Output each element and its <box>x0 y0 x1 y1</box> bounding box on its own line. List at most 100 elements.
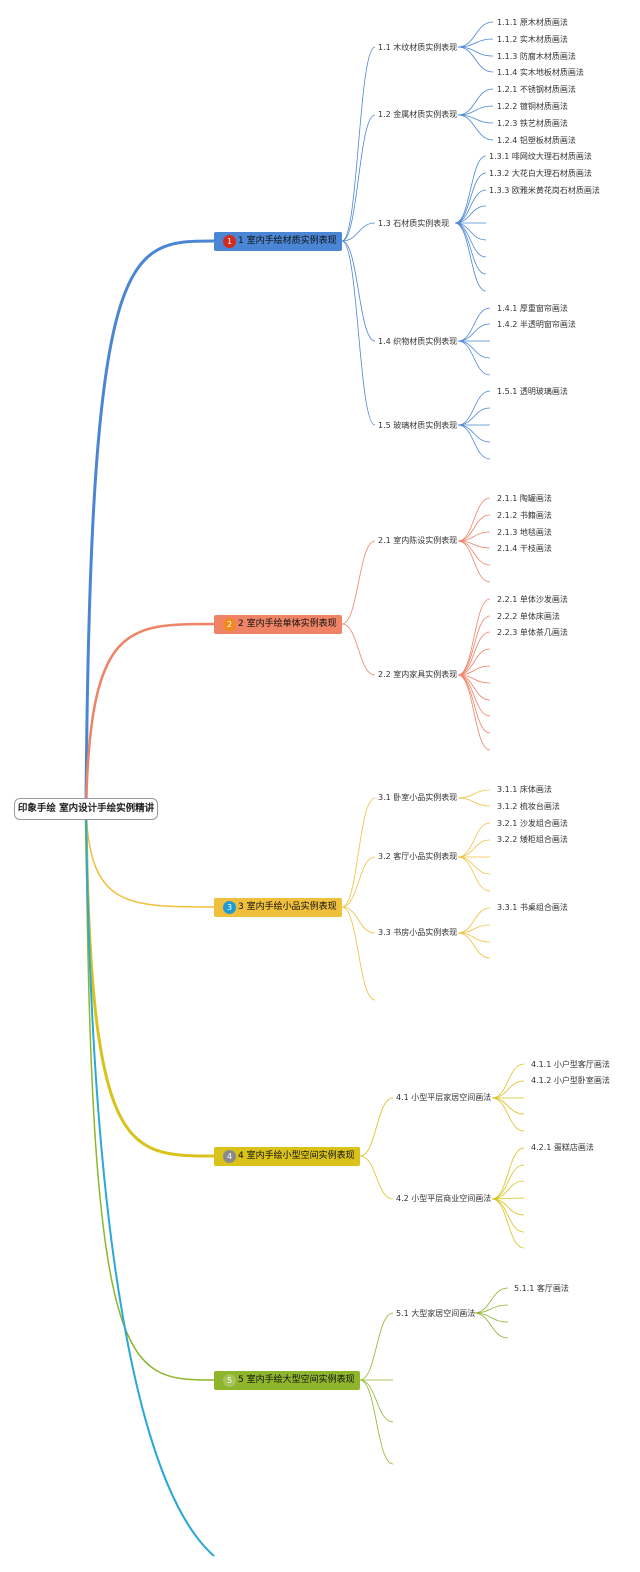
branch-4-node[interactable]: 4 4 室内手绘小型空间实例表现 <box>214 1147 360 1166</box>
leaf-2-1-1[interactable]: 2.1.1 陶罐画法 <box>497 494 552 503</box>
leaf-3-3-1[interactable]: 3.3.1 书桌组合画法 <box>497 903 568 912</box>
leaf-2-2-2[interactable]: 2.2.2 单体床画法 <box>497 612 560 621</box>
topic-5-1[interactable]: 5.1 大型家居空间画法 <box>396 1309 476 1318</box>
edge-b1-5-leaf-1 <box>457 390 491 426</box>
priority-3-icon: 3 <box>223 901 236 914</box>
edge-b5-1-leaf-4 <box>473 1312 509 1339</box>
edge-b1-4-leaf-2 <box>457 323 491 342</box>
topic-4-1[interactable]: 4.1 小型平层家居空间画法 <box>396 1093 492 1102</box>
leaf-3-1-1[interactable]: 3.1.1 床体画法 <box>497 785 552 794</box>
leaf-1-3-1[interactable]: 1.3.1 啡网纹大理石材质画法 <box>489 152 592 161</box>
edge-b5-1-leaf-2 <box>473 1304 509 1314</box>
edge-b1-3-leaf-3 <box>454 189 487 224</box>
edge-b1-1-leaf-1 <box>457 21 494 48</box>
edge-b1-2-leaf-1 <box>457 88 494 116</box>
leaf-2-1-2[interactable]: 2.1.2 书籍画法 <box>497 511 552 520</box>
topic-2-1[interactable]: 2.1 室内陈设实例表现 <box>378 536 458 545</box>
topic-4-2[interactable]: 4.2 小型平层商业空间画法 <box>396 1194 492 1203</box>
edge-b4-2-leaf-3 <box>491 1180 525 1200</box>
edge-b4-1-leaf-5 <box>491 1097 525 1132</box>
edge-b5-sub-3 <box>359 1379 394 1423</box>
edge-b2-2-leaf-10 <box>457 674 491 751</box>
topic-1-3[interactable]: 1.3 石材质实例表现 <box>378 219 450 228</box>
edge-b2-sub-1 <box>341 540 376 625</box>
priority-2-icon: 2 <box>223 618 236 631</box>
topic-2-2[interactable]: 2.2 室内家具实例表现 <box>378 670 458 679</box>
priority-5-icon: 5 <box>223 1374 236 1387</box>
leaf-4-1-2[interactable]: 4.1.2 小户型卧室画法 <box>531 1076 610 1085</box>
edge-b4-1-leaf-2 <box>491 1080 525 1099</box>
branch-1-node[interactable]: 1 1 室内手绘材质实例表现 <box>214 232 342 251</box>
leaf-1-3-3[interactable]: 1.3.3 欧雅米黄花岗石材质画法 <box>489 186 600 195</box>
edge-b2-2-leaf-5 <box>457 665 491 676</box>
leaf-1-2-1[interactable]: 1.2.1 不锈钢材质画法 <box>497 85 576 94</box>
branch-4-label: 4 室内手绘小型空间实例表现 <box>238 1151 355 1161</box>
topic-1-4[interactable]: 1.4 织物材质实例表现 <box>378 337 458 346</box>
edge-b5-sub-1 <box>359 1312 394 1381</box>
priority-1-icon: 1 <box>223 235 236 248</box>
leaf-1-4-1[interactable]: 1.4.1 厚重窗帘画法 <box>497 304 568 313</box>
leaf-3-1-2[interactable]: 3.1.2 梳妆台画法 <box>497 802 560 811</box>
edge-b2-1-leaf-3 <box>457 531 491 542</box>
leaf-1-2-3[interactable]: 1.2.3 铁艺材质画法 <box>497 119 568 128</box>
edge-b1-5-leaf-5 <box>457 424 491 460</box>
edge-b3-sub-2 <box>341 856 376 908</box>
leaf-1-1-3[interactable]: 1.1.3 防腐木材质画法 <box>497 52 576 61</box>
leaf-1-4-2[interactable]: 1.4.2 半透明窗帘画法 <box>497 320 576 329</box>
leaf-1-1-1[interactable]: 1.1.1 原木材质画法 <box>497 18 568 27</box>
edge-root-branch-5 <box>85 809 215 1381</box>
leaf-1-2-2[interactable]: 1.2.2 镀铜材质画法 <box>497 102 568 111</box>
edge-b4-1-leaf-1 <box>491 1063 525 1099</box>
topic-3-2[interactable]: 3.2 客厅小品实例表现 <box>378 852 458 861</box>
edge-b1-2-leaf-4 <box>457 114 494 141</box>
edge-b2-2-leaf-4 <box>457 648 491 676</box>
edge-b2-1-leaf-2 <box>457 514 491 542</box>
edge-root-branch-3 <box>85 809 215 908</box>
edge-b3-2-leaf-2 <box>457 839 491 858</box>
topic-1-1[interactable]: 1.1 木纹材质实例表现 <box>378 43 458 52</box>
edge-b2-2-leaf-1 <box>457 598 491 676</box>
edge-b1-sub-2 <box>341 114 376 242</box>
leaf-1-3-2[interactable]: 1.3.2 大花白大理石材质画法 <box>489 169 592 178</box>
branch-2-node[interactable]: 2 2 室内手绘单体实例表现 <box>214 615 342 634</box>
edge-b3-1-leaf-1 <box>457 789 491 799</box>
leaf-4-1-1[interactable]: 4.1.1 小户型客厅画法 <box>531 1060 610 1069</box>
branch-3-node[interactable]: 3 3 室内手绘小品实例表现 <box>214 898 342 917</box>
branch-5-label: 5 室内手绘大型空间实例表现 <box>238 1375 355 1385</box>
leaf-3-2-2[interactable]: 3.2.2 矮柜组合画法 <box>497 835 568 844</box>
edge-b1-1-leaf-4 <box>457 46 494 73</box>
edge-b3-sub-3 <box>341 906 376 934</box>
branch-5-node[interactable]: 5 5 室内手绘大型空间实例表现 <box>214 1371 360 1390</box>
edge-b5-sub-4 <box>359 1379 394 1465</box>
topic-3-1[interactable]: 3.1 卧室小品实例表现 <box>378 793 458 802</box>
edge-b3-sub-1 <box>341 797 376 908</box>
edge-b4-sub-2 <box>359 1155 394 1200</box>
edge-b1-4-leaf-5 <box>457 340 491 376</box>
leaf-4-2-1[interactable]: 4.2.1 蛋糕店画法 <box>531 1143 594 1152</box>
topic-1-5[interactable]: 1.5 玻璃材质实例表现 <box>378 421 458 430</box>
leaf-1-5-1[interactable]: 1.5.1 透明玻璃画法 <box>497 387 568 396</box>
leaf-1-1-2[interactable]: 1.1.2 实木材质画法 <box>497 35 568 44</box>
edge-b4-sub-1 <box>359 1097 394 1157</box>
leaf-1-1-4[interactable]: 1.1.4 实木地板材质画法 <box>497 68 584 77</box>
root-node[interactable]: 印象手绘 室内设计手绘实例精讲 <box>14 798 158 820</box>
branch-1-label: 1 室内手绘材质实例表现 <box>238 236 337 246</box>
edge-b3-3-leaf-2 <box>457 924 491 934</box>
topic-1-2[interactable]: 1.2 金属材质实例表现 <box>378 110 458 119</box>
edge-b2-1-leaf-1 <box>457 497 491 542</box>
leaf-2-2-1[interactable]: 2.2.1 单体沙发画法 <box>497 595 568 604</box>
edge-b1-1-leaf-2 <box>457 38 494 48</box>
topic-3-3[interactable]: 3.3 书房小品实例表现 <box>378 928 458 937</box>
leaf-3-2-1[interactable]: 3.2.1 沙发组合画法 <box>497 819 568 828</box>
leaf-1-2-4[interactable]: 1.2.4 铝塑板材质画法 <box>497 136 576 145</box>
leaf-5-1-1[interactable]: 5.1.1 客厅画法 <box>514 1284 569 1293</box>
leaf-2-2-3[interactable]: 2.2.3 单体茶几画法 <box>497 628 568 637</box>
edge-b1-4-leaf-1 <box>457 307 491 342</box>
branch-2-label: 2 室内手绘单体实例表现 <box>238 619 337 629</box>
edge-b4-2-leaf-7 <box>491 1198 525 1249</box>
leaf-2-1-3[interactable]: 2.1.3 地毯画法 <box>497 528 552 537</box>
leaf-2-1-4[interactable]: 2.1.4 干枝画法 <box>497 544 552 553</box>
edge-root-branch-2 <box>84 622 215 811</box>
edge-b1-3-leaf-2 <box>454 172 487 224</box>
